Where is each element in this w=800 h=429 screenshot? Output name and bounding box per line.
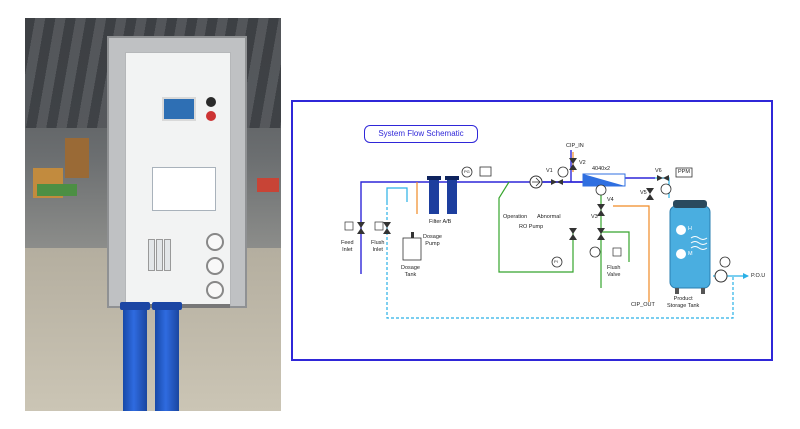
schematic-title: System Flow Schematic [364,125,478,143]
flowmeter [148,239,155,271]
control-display [162,97,196,121]
filter-housing-a [120,302,150,411]
pi-label: PI [554,259,558,264]
tank-level-h-label: H [688,226,692,232]
delivery-pump-icon [714,269,728,283]
background-machine [65,138,89,178]
background-crate [37,184,77,196]
gauge-icons [461,166,731,268]
background-crate [257,178,279,192]
ppm-label: PPM [678,169,690,175]
v6-label: V6 [655,168,662,174]
ro-cabinet [107,36,247,308]
flush-inlet-label: Flush Inlet [371,240,385,253]
dosage-tank-label: Dosage Tank [401,265,420,278]
dosage-tank-icon [402,237,422,261]
v4-label: V4 [607,197,614,203]
pou-label: P.O.U [751,273,766,279]
tank-level-m-label: M [688,251,693,257]
valve-icons [357,158,669,240]
power-switch-knob [206,97,216,107]
ppm-meter-box [675,167,693,178]
pressure-gauge [206,233,224,251]
flush-valve-label: Flush Valve [607,265,621,278]
cip-out-label: CIP_OUT [631,302,655,308]
membrane-label: 4040x2 [592,166,611,172]
flow-schematic-panel: System Flow Schematic CIP_IN V1 V2 4040x… [291,100,773,361]
v5-label: V5 [640,190,647,196]
pg-label: PG [464,169,470,174]
flowmeter [156,239,163,271]
operation-label: Operation [503,214,528,220]
dosage-pump-label: Dosage Pump [423,234,442,247]
filter-b-icon [447,178,457,214]
product-tank-label: Product Storage Tank [667,296,700,309]
pressure-gauge [206,257,224,275]
cip-in-label: CIP_IN [566,143,584,149]
filter-a-icon [429,178,439,214]
control-face [125,52,231,306]
filter-label: Filter A/B [429,219,452,225]
emergency-stop-knob [206,111,216,121]
abnormal-label: Abnormal [537,214,561,220]
flow-diagram-plate [152,167,216,211]
v2-label: V2 [579,160,586,166]
machine-photo [25,18,281,411]
meter-box [479,166,492,177]
pressure-gauge [206,281,224,299]
flowmeter [164,239,171,271]
schematic-drawing [344,150,749,319]
product-tank-icon [669,200,711,294]
v1-label: V1 [546,168,553,174]
feed-inlet-label: Feed Inlet [341,240,354,253]
v3-label: V3 [591,214,598,220]
filter-housing-b [152,302,182,411]
ro-pump-label: RO Pump [519,224,544,230]
